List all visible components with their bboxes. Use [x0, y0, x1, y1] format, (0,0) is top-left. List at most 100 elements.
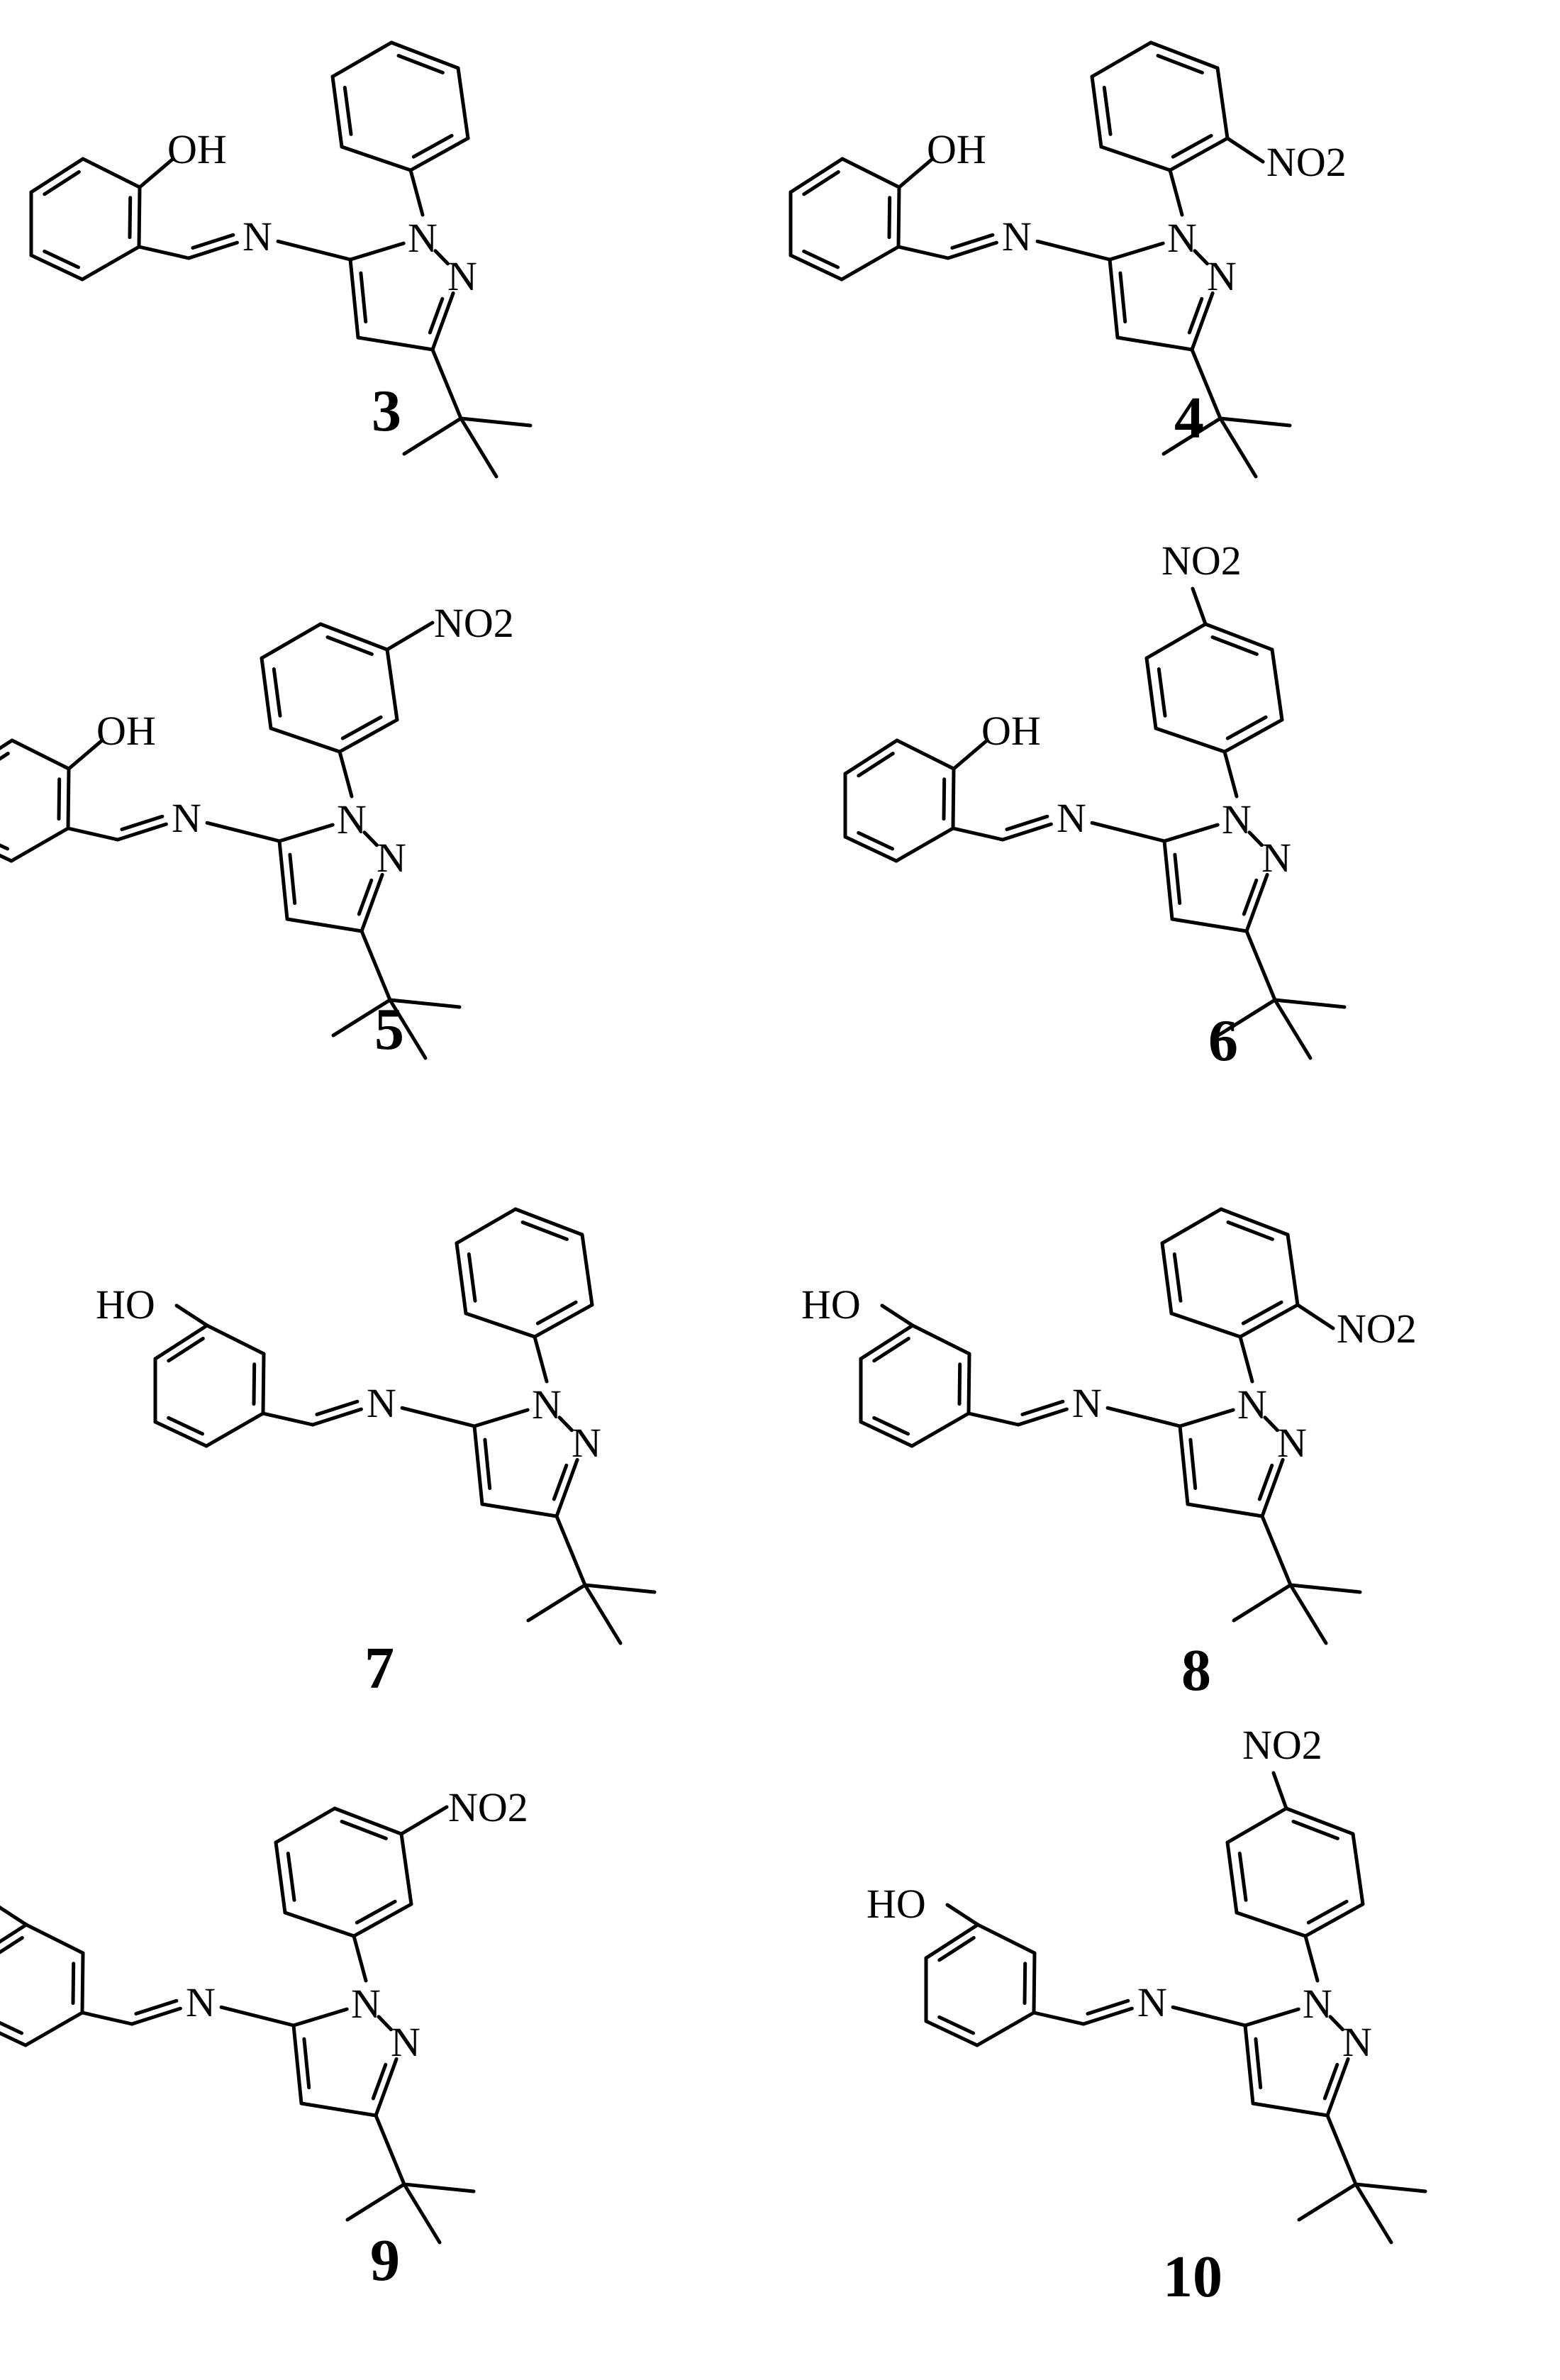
- hydroxyphenyl-ring-bond: [910, 1411, 971, 1448]
- c5-imine-n-bond: [205, 821, 282, 843]
- hydroxyphenyl-ring-bond: [789, 253, 844, 282]
- n-aryl-ring-double-bond: [286, 1852, 296, 1902]
- n-aryl-ring-bond: [1144, 622, 1208, 660]
- tbutyl-methyl-bond: [1354, 2182, 1393, 2245]
- n-aryl-ring-bond: [318, 622, 389, 652]
- pyrazole-c3-c4-bond: [480, 1502, 559, 1518]
- imine-n-label: N: [1057, 795, 1086, 841]
- n-aryl-bond: [338, 750, 354, 799]
- n-aryl-ring-double-bond: [1172, 1252, 1183, 1303]
- hydroxyphenyl-ring-double-bond: [0, 1936, 24, 1954]
- tbutyl-methyl-bond: [1288, 1583, 1362, 1594]
- hydroxyphenyl-ring-bond: [0, 738, 14, 750]
- tbutyl-methyl-bond: [459, 416, 533, 428]
- hydroxyphenyl-ring-double-bond: [167, 1337, 205, 1363]
- pyrazole-c3-c4-bond: [285, 917, 364, 933]
- imine-n-label: N: [1137, 1979, 1167, 2025]
- c5-imine-n-bond: [400, 1406, 477, 1428]
- hydroxyphenyl-ring-double-bond: [872, 1337, 910, 1363]
- imine-double-bond: [1020, 1399, 1065, 1416]
- pyrazole-n1-label: N: [351, 1981, 381, 2027]
- hydroxyphenyl-ring-bond: [975, 2011, 1036, 2047]
- pyrazole-c4-c5-bond: [1178, 1424, 1190, 1506]
- hydroxyphenyl-ring-bond: [153, 1323, 209, 1361]
- pyrazole-c5-n1-bond: [291, 2007, 349, 2028]
- n-aryl-ring-bond: [408, 136, 470, 172]
- pyrazole-n2-c3-bond: [430, 291, 455, 352]
- pyrazole-n1-label: N: [1222, 796, 1252, 843]
- compound-number: 9: [370, 2228, 400, 2293]
- pyrazole-c4-c5-bond: [348, 257, 360, 340]
- n-aryl-bond: [408, 168, 425, 217]
- pyrazole-n-n-bond: [1247, 830, 1264, 847]
- pyrazole-n-n-bond: [1263, 1416, 1279, 1433]
- hydroxyphenyl-ring-double-bond: [0, 752, 10, 761]
- hydroxyphenyl-ring-double-bond: [0, 2020, 23, 2035]
- imine-n-label: N: [1072, 1380, 1102, 1426]
- n-aryl-ring-bond: [1286, 1233, 1300, 1307]
- hydroxyl-label: OH: [981, 708, 1041, 754]
- aldimine-aryl-bond: [66, 826, 120, 842]
- compound-number: 5: [374, 996, 404, 1062]
- hydroxyphenyl-ring-bond: [1032, 1951, 1037, 2015]
- n-aryl-ring-bond: [456, 66, 470, 140]
- hydroxyl-bond: [880, 1303, 915, 1328]
- nitro-label: NO2: [1161, 538, 1242, 584]
- n-aryl-ring-double-bond: [1226, 1220, 1274, 1241]
- nitro-bond: [1296, 1303, 1335, 1330]
- pyrazole-c4-c5-bond: [1162, 839, 1174, 921]
- hydroxyphenyl-ring-double-bond: [857, 752, 895, 778]
- nitro-label: NO2: [1242, 1722, 1322, 1768]
- n-aryl-ring-bond: [455, 1241, 468, 1316]
- n-aryl-ring-bond: [330, 74, 344, 149]
- imine-bond: [130, 2006, 182, 2026]
- pyrazole-c4-c5-double-bond: [302, 2037, 311, 2090]
- n-aryl-ring-double-bond: [1156, 54, 1204, 74]
- pyrazole-n2-c3-bond: [360, 872, 384, 933]
- n-aryl-ring-bond: [1303, 1902, 1365, 1938]
- hydroxyphenyl-ring-bond: [843, 738, 899, 776]
- n-aryl-ring-bond: [1169, 1311, 1242, 1339]
- n-aryl-ring-bond: [1154, 726, 1227, 754]
- n-aryl-ring-bond: [340, 145, 413, 172]
- n-aryl-ring-double-bond: [355, 1899, 397, 1925]
- pyrazole-c5-n1-bond: [348, 241, 406, 262]
- tbutyl-methyl-bond: [583, 1583, 623, 1645]
- tbutyl-bond: [374, 2113, 406, 2186]
- n-aryl-ring-double-bond: [1102, 86, 1113, 136]
- n-aryl-ring-bond: [1238, 1303, 1300, 1339]
- hydroxyphenyl-ring-bond: [859, 1323, 915, 1361]
- hydroxyphenyl-ring-bond: [0, 853, 13, 863]
- hydroxyphenyl-ring-double-bond: [937, 2015, 975, 2035]
- n-aryl-ring-bond: [385, 647, 399, 722]
- n-aryl-ring-bond: [260, 622, 323, 660]
- hydroxyphenyl-ring-double-bond: [43, 170, 81, 196]
- hydroxyl-bond: [0, 1905, 28, 1927]
- n-aryl-ring-bond: [1099, 145, 1172, 172]
- pyrazole-c4-c5-double-bond: [1188, 1438, 1198, 1491]
- n-aryl-ring-bond: [1225, 1840, 1239, 1915]
- tbutyl-bond: [1260, 1514, 1293, 1587]
- n-aryl-ring-double-bond: [535, 1300, 578, 1325]
- tbutyl-methyl-bond: [459, 416, 498, 479]
- hydroxyphenyl-ring-double-bond: [942, 777, 947, 821]
- imine-double-bond: [1086, 1998, 1130, 2015]
- n-aryl-ring-double-bond: [272, 667, 282, 718]
- hydroxyphenyl-ring-bond: [261, 1352, 266, 1416]
- aldimine-aryl-bond: [137, 245, 191, 260]
- pyrazole-c3-c4-bond: [1186, 1502, 1264, 1518]
- n-aryl-ring-double-bond: [1225, 715, 1268, 740]
- imine-bond: [311, 1407, 363, 1427]
- pyrazole-n-n-bond: [433, 249, 450, 266]
- imine-n-label: N: [186, 1979, 216, 2025]
- compound-number: 10: [1163, 2244, 1222, 2310]
- nitro-bond: [1225, 136, 1265, 164]
- compound-number: 3: [372, 378, 401, 444]
- hydroxyl-label: OH: [167, 126, 227, 172]
- pyrazole-c4-c5-bond: [1243, 2023, 1255, 2106]
- n-aryl-ring-double-bond: [411, 133, 454, 159]
- n-aryl-ring-bond: [1090, 40, 1153, 79]
- pyrazole-c3-n2-double-bond: [357, 878, 374, 916]
- imine-double-bond: [120, 814, 165, 831]
